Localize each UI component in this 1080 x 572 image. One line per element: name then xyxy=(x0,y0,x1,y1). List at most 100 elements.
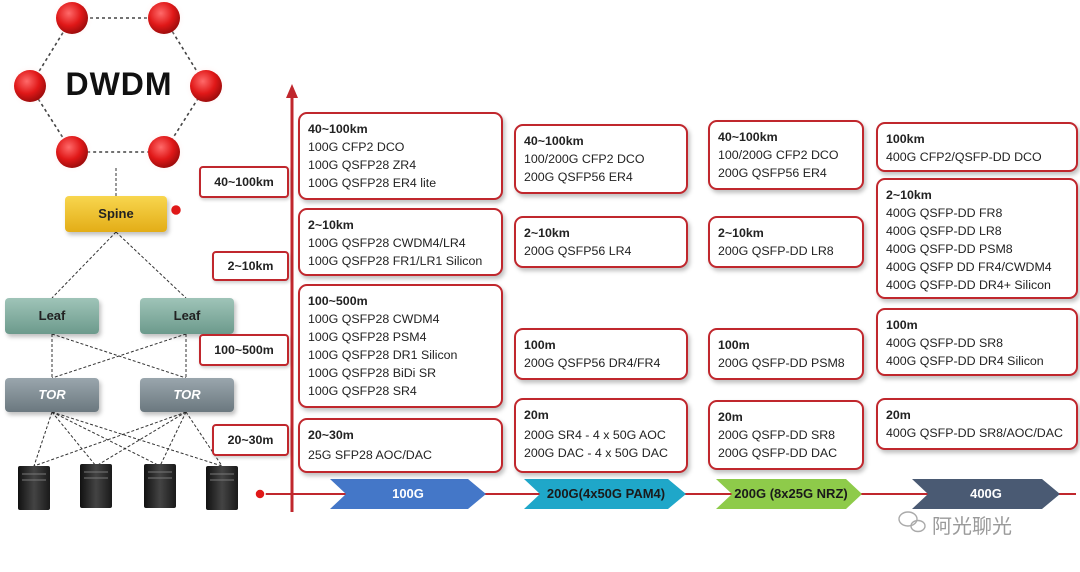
box-line: 400G QSFP-DD DR4 Silicon xyxy=(886,354,1044,368)
box-line: 100G QSFP28 CWDM4/LR4 xyxy=(308,236,466,250)
speed-label-400g: 400G xyxy=(970,486,1002,501)
box-line: 100G QSFP28 DR1 Silicon xyxy=(308,348,458,362)
module-box: 20m 400G QSFP-DD SR8/AOC/DAC xyxy=(876,398,1078,450)
speed-arrow-400g xyxy=(912,479,1060,509)
module-box: 100m 200G QSFP-DD PSM8 xyxy=(708,328,864,380)
speed-label-200g-nrz: 200G (8x25G NRZ) xyxy=(734,486,848,501)
box-line: 400G QSFP-DD LR8 xyxy=(886,224,1002,238)
box-line: 400G QSFP-DD DR4+ Silicon xyxy=(886,278,1051,292)
module-box: 40~100km 100G CFP2 DCO 100G QSFP28 ZR4 1… xyxy=(298,112,503,200)
topology-links xyxy=(33,168,223,467)
distance-label: 2~10km xyxy=(212,251,289,281)
box-line: 100/200G CFP2 DCO xyxy=(718,148,839,162)
server-icon xyxy=(18,466,50,510)
box-line: 400G QSFP-DD PSM8 xyxy=(886,242,1013,256)
server-icon xyxy=(80,464,112,508)
module-box: 100km 400G CFP2/QSFP-DD DCO xyxy=(876,122,1078,172)
speed-label-100g: 100G xyxy=(392,486,424,501)
box-line: 200G QSFP56 DR4/FR4 xyxy=(524,356,661,370)
speed-arrow-200g-pam4 xyxy=(524,479,686,509)
box-line: 400G QSFP-DD SR8 xyxy=(886,336,1004,350)
module-box: 100m 200G QSFP56 DR4/FR4 xyxy=(514,328,688,380)
tor-node-left: TOR xyxy=(5,378,99,412)
ring-node xyxy=(142,130,186,174)
box-line: 100G QSFP28 SR4 xyxy=(308,384,417,398)
box-title: 20m xyxy=(886,408,911,422)
box-line: 200G QSFP56 ER4 xyxy=(524,170,633,184)
ring-node xyxy=(50,130,94,174)
box-line: 200G QSFP-DD DAC xyxy=(718,446,838,460)
box-title: 2~10km xyxy=(718,226,764,240)
box-title: 100m xyxy=(524,338,556,352)
marker-dot xyxy=(169,203,183,217)
module-box: 2~10km 200G QSFP56 LR4 xyxy=(514,216,688,268)
box-line: 200G QSFP-DD SR8 xyxy=(718,428,836,442)
module-box: 2~10km 100G QSFP28 CWDM4/LR4 100G QSFP28… xyxy=(298,208,503,276)
box-line: 200G QSFP56 ER4 xyxy=(718,166,827,180)
box-line: 100G QSFP28 ER4 lite xyxy=(308,176,437,190)
tor-node-right: TOR xyxy=(140,378,234,412)
box-title: 20m xyxy=(718,410,743,424)
dwdm-label: DWDM xyxy=(65,66,173,102)
leaf-node-left: Leaf xyxy=(5,298,99,334)
box-line: 100/200G CFP2 DCO xyxy=(524,152,645,166)
speed-label-200g-pam4: 200G(4x50G PAM4) xyxy=(546,486,666,501)
box-title: 2~10km xyxy=(308,218,354,232)
module-box: 40~100km 100/200G CFP2 DCO 200G QSFP56 E… xyxy=(514,124,688,194)
box-line: 100G QSFP28 FR1/LR1 Silicon xyxy=(308,254,483,268)
distance-label: 20~30m xyxy=(212,424,289,456)
module-box: 40~100km 100/200G CFP2 DCO 200G QSFP56 E… xyxy=(708,120,864,190)
speed-arrow-100g xyxy=(330,479,486,509)
wechat-logo xyxy=(898,511,926,533)
module-box: 20m 200G SR4 - 4 x 50G AOC 200G DAC - 4 … xyxy=(514,398,688,473)
box-line: 100G CFP2 DCO xyxy=(308,140,405,154)
box-title: 100~500m xyxy=(308,294,368,308)
box-title: 40~100km xyxy=(524,134,584,148)
ring-node xyxy=(142,0,186,40)
box-line: 400G QSFP-DD SR8/AOC/DAC xyxy=(886,426,1063,440)
box-title: 100m xyxy=(718,338,750,352)
box-line: 25G SFP28 AOC/DAC xyxy=(308,448,432,462)
speed-arrow-200g-nrz xyxy=(716,479,862,509)
box-title: 2~10km xyxy=(886,188,932,202)
watermark-text: 阿光聊光 xyxy=(932,514,1012,538)
distance-label: 100~500m xyxy=(199,334,289,366)
dwdm-ring xyxy=(8,0,228,174)
box-line: 200G SR4 - 4 x 50G AOC xyxy=(524,428,666,442)
box-title: 20~30m xyxy=(308,428,354,442)
box-line: 200G QSFP-DD LR8 xyxy=(718,244,834,258)
module-box: 100~500m 100G QSFP28 CWDM4 100G QSFP28 P… xyxy=(298,284,503,408)
box-line: 200G DAC - 4 x 50G DAC xyxy=(524,446,668,460)
server-icon xyxy=(144,464,176,508)
box-title: 20m xyxy=(524,408,549,422)
box-line: 200G QSFP-DD PSM8 xyxy=(718,356,845,370)
leaf-node-right: Leaf xyxy=(140,298,234,334)
box-title: 100m xyxy=(886,318,918,332)
box-line: 400G QSFP DD FR4/CWDM4 xyxy=(886,260,1052,274)
box-line: 200G QSFP56 LR4 xyxy=(524,244,632,258)
module-box: 2~10km 400G QSFP-DD FR8 400G QSFP-DD LR8… xyxy=(876,178,1078,299)
ring-node xyxy=(8,64,52,108)
distance-axis xyxy=(286,84,298,512)
server-icon xyxy=(206,466,238,510)
module-box: 2~10km 200G QSFP-DD LR8 xyxy=(708,216,864,268)
module-box: 20m 200G QSFP-DD SR8 200G QSFP-DD DAC xyxy=(708,400,864,470)
box-line: 400G CFP2/QSFP-DD DCO xyxy=(886,150,1042,164)
distance-label: 40~100km xyxy=(199,166,289,198)
box-title: 100km xyxy=(886,132,925,146)
box-line: 100G QSFP28 BiDi SR xyxy=(308,366,437,380)
box-line: 100G QSFP28 CWDM4 xyxy=(308,312,440,326)
box-line: 100G QSFP28 ZR4 xyxy=(308,158,417,172)
box-title: 2~10km xyxy=(524,226,570,240)
spine-node: Spine xyxy=(65,196,167,232)
module-box: 100m 400G QSFP-DD SR8 400G QSFP-DD DR4 S… xyxy=(876,308,1078,376)
box-line: 100G QSFP28 PSM4 xyxy=(308,330,427,344)
box-line: 400G QSFP-DD FR8 xyxy=(886,206,1003,220)
box-title: 40~100km xyxy=(718,130,778,144)
ring-node xyxy=(50,0,94,40)
ring-node xyxy=(184,64,228,108)
module-box: 20~30m 25G SFP28 AOC/DAC xyxy=(298,418,503,473)
box-title: 40~100km xyxy=(308,122,368,136)
